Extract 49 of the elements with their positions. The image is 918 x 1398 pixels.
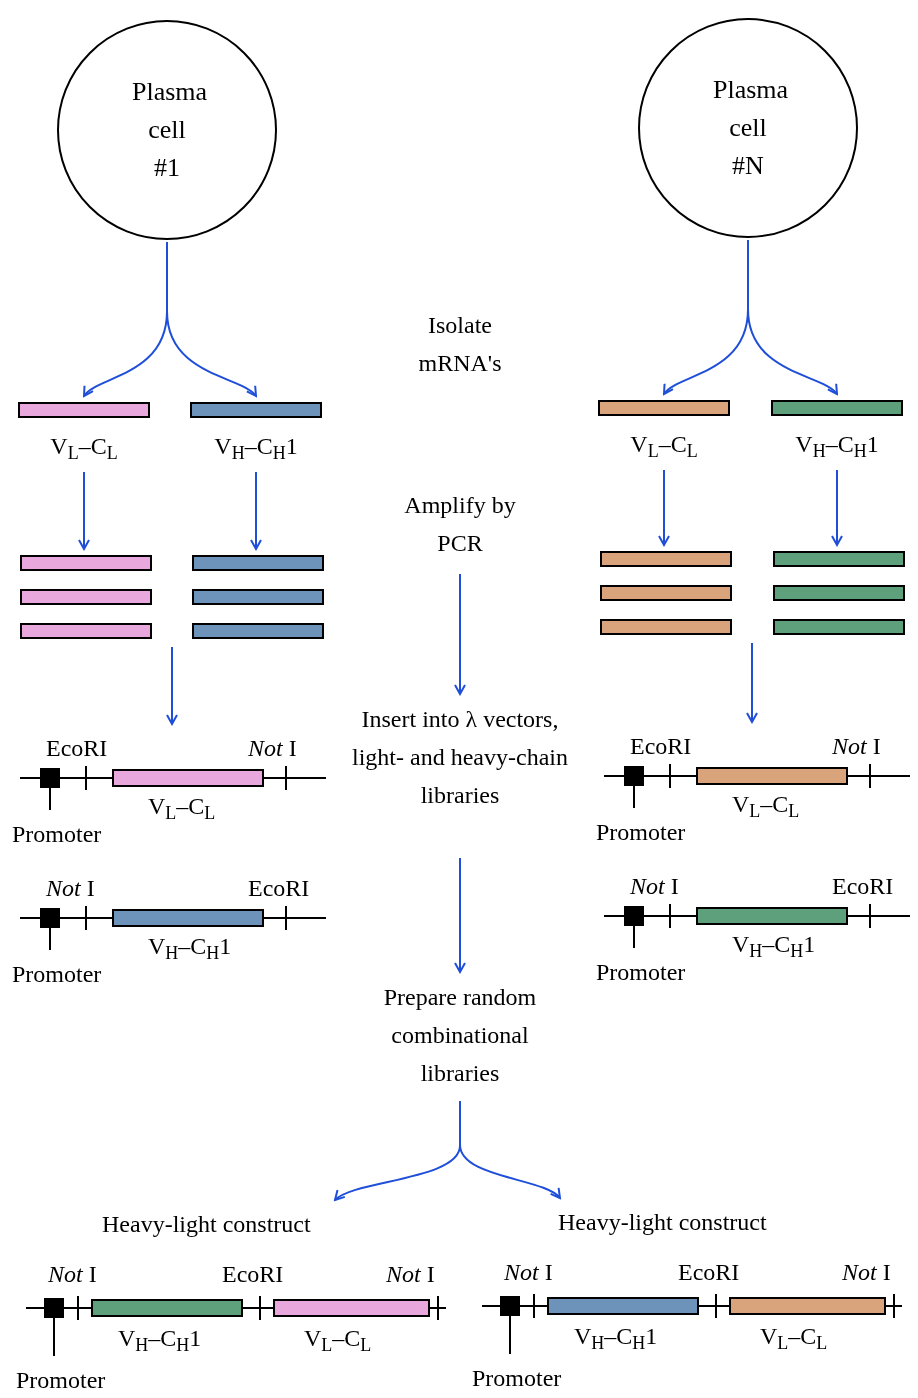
arrow xyxy=(78,471,90,550)
arrow xyxy=(166,241,257,397)
promoter-label: Promoter xyxy=(12,960,102,989)
gene-label: V$_{L}$–C$_{L}$ xyxy=(304,1324,372,1356)
promoter-label: Promoter xyxy=(12,820,102,849)
construct-heading: Heavy-light construct xyxy=(102,1210,311,1239)
arrow xyxy=(459,1100,561,1199)
gene-label: V$_{L}$–C$_{L}$ xyxy=(732,790,800,822)
site-label: Not I xyxy=(48,1260,97,1289)
site-label: EcoRI xyxy=(248,874,310,903)
arrow xyxy=(166,646,178,725)
construct-heading: Heavy-light construct xyxy=(558,1208,767,1237)
gene-label: V$_{L}$–C$_{L}$ xyxy=(760,1322,828,1354)
step-text: Isolate mRNA's xyxy=(418,312,502,376)
step-text: Amplify by PCR xyxy=(403,491,517,558)
gene-label: V$_{H}$–C$_{H}$1 xyxy=(732,930,816,962)
site-label: EcoRI xyxy=(222,1260,284,1289)
site-label: Not I xyxy=(832,732,881,761)
arrow xyxy=(454,573,466,695)
site-label: Not I xyxy=(386,1260,435,1289)
arrow xyxy=(250,471,262,550)
gene-label: V$_{L}$–C$_{L}$ xyxy=(630,430,698,462)
gene-label: V$_{H}$–C$_{H}$1 xyxy=(118,1324,202,1356)
promoter-label: Promoter xyxy=(596,818,686,847)
arrow xyxy=(746,642,758,723)
promoter-label: Promoter xyxy=(596,958,686,987)
site-label: EcoRI xyxy=(678,1258,740,1287)
gene-label: V$_{H}$–C$_{H}$1 xyxy=(214,432,298,464)
site-label: Not I xyxy=(248,734,297,763)
gene-label: V$_{H}$–C$_{H}$1 xyxy=(148,932,232,964)
arrow xyxy=(658,469,670,546)
gene-label: V$_{L}$–C$_{L}$ xyxy=(148,792,216,824)
promoter-label: Promoter xyxy=(16,1366,106,1395)
site-label: Not I xyxy=(504,1258,553,1287)
arrow xyxy=(454,857,466,973)
gene-label: V$_{L}$–C$_{L}$ xyxy=(50,432,118,464)
site-label: EcoRI xyxy=(630,732,692,761)
arrow xyxy=(831,469,843,546)
site-label: Not I xyxy=(842,1258,891,1287)
gene-label: V$_{H}$–C$_{H}$1 xyxy=(795,430,879,462)
arrow xyxy=(747,239,838,395)
site-label: EcoRI xyxy=(832,872,894,901)
site-label: Not I xyxy=(630,872,679,901)
step-text: Insert into λ vectors, light- and heavy-chain libraries xyxy=(351,705,569,810)
site-label: EcoRI xyxy=(46,734,108,763)
step-text: Prepare random combinational libraries xyxy=(382,983,538,1088)
gene-label: V$_{H}$–C$_{H}$1 xyxy=(574,1322,658,1354)
site-label: Not I xyxy=(46,874,95,903)
promoter-label: Promoter xyxy=(472,1364,562,1393)
